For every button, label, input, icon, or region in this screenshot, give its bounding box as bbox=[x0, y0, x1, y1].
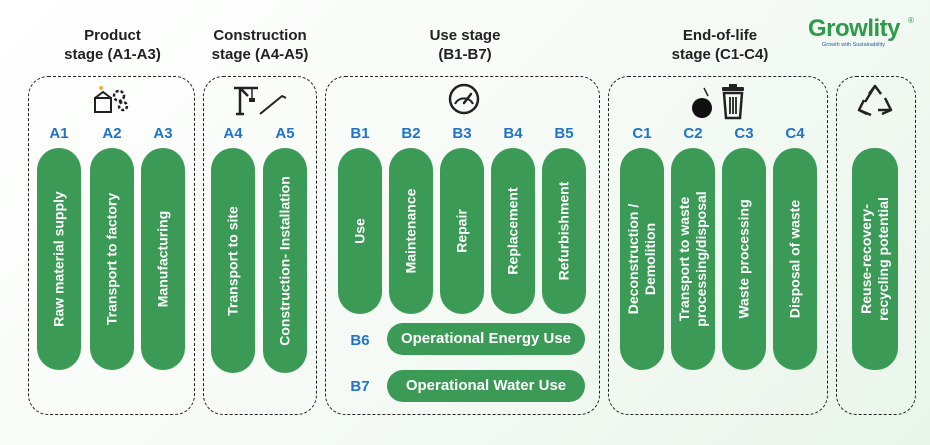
title-line: stage (A1-A3) bbox=[64, 46, 161, 63]
module-pill-a3: Manufacturing bbox=[141, 148, 185, 370]
module-label: Repair bbox=[453, 209, 470, 253]
product-stage-title: Product stage (A1-A3) bbox=[50, 26, 175, 64]
module-pill-a2: Transport to factory bbox=[90, 148, 134, 370]
module-label: Disposal of waste bbox=[786, 199, 803, 319]
module-code-b6: B6 bbox=[350, 332, 370, 349]
logo-wordmark: Growlity bbox=[808, 15, 901, 42]
title-line: Construction bbox=[213, 27, 307, 44]
title-line: Use stage bbox=[429, 27, 501, 44]
module-code-b5: B5 bbox=[554, 125, 574, 142]
module-pill-a4: Transport to site bbox=[211, 148, 255, 373]
module-code-b2: B2 bbox=[401, 125, 421, 142]
gauge-icon bbox=[448, 83, 480, 115]
module-pill-b4: Replacement bbox=[491, 148, 535, 314]
module-label: Maintenance bbox=[402, 188, 419, 274]
module-code-a2: A2 bbox=[102, 125, 122, 142]
module-label: Replacement bbox=[504, 187, 521, 275]
label-line: Demolition bbox=[642, 222, 658, 296]
module-pill-b7: Operational Water Use bbox=[387, 370, 585, 402]
module-pill-b3: Repair bbox=[440, 148, 484, 314]
module-pill-b6: Operational Energy Use bbox=[387, 323, 585, 355]
module-pill-c2: Transport to waste processing/disposal bbox=[671, 148, 715, 370]
module-pill-b1: Use bbox=[338, 148, 382, 314]
factory-gears-icon bbox=[94, 86, 129, 113]
module-code-c4: C4 bbox=[785, 125, 805, 142]
growlity-logo: Growlity ® Growth with Sustainability bbox=[808, 16, 918, 50]
wrecking-ball-trash-icon bbox=[692, 84, 744, 120]
module-code-b4: B4 bbox=[503, 125, 523, 142]
module-pill-b2: Maintenance bbox=[389, 148, 433, 314]
product-stage-box bbox=[28, 76, 195, 415]
recycle-icon bbox=[857, 84, 893, 117]
module-label: Waste processing bbox=[735, 199, 752, 319]
crane-icon bbox=[234, 86, 287, 116]
eol-stage-box bbox=[608, 76, 828, 415]
label-line: Reuse-recovery- bbox=[858, 204, 874, 314]
module-pill-b5: Refurbishment bbox=[542, 148, 586, 314]
module-pill-c3: Waste processing bbox=[722, 148, 766, 370]
module-code-a4: A4 bbox=[223, 125, 243, 142]
title-line: End-of-life bbox=[682, 27, 758, 44]
title-line: (B1-B7) bbox=[438, 46, 492, 63]
module-label: Reuse-recovery- recycling potential bbox=[858, 197, 892, 321]
module-code-b7: B7 bbox=[350, 378, 370, 395]
module-code-a3: A3 bbox=[153, 125, 173, 142]
module-label: Transport to factory bbox=[103, 192, 120, 326]
logo-registered-mark: ® bbox=[908, 16, 914, 25]
construction-stage-title: Construction stage (A4-A5) bbox=[200, 26, 320, 64]
eol-stage-title: End-of-life stage (C1-C4) bbox=[655, 26, 785, 64]
title-line: Product bbox=[84, 27, 141, 44]
construction-stage-box bbox=[203, 76, 317, 415]
module-code-a5: A5 bbox=[275, 125, 295, 142]
module-pill-c1: Deconstruction / Demolition bbox=[620, 148, 664, 370]
module-pill-a1: Raw material supply bbox=[37, 148, 81, 370]
label-line: recycling potential bbox=[875, 197, 891, 321]
module-label: Deconstruction / Demolition bbox=[625, 204, 659, 314]
beyond-stage-box bbox=[836, 76, 916, 415]
module-code-c2: C2 bbox=[683, 125, 703, 142]
logo-tagline: Growth with Sustainability bbox=[822, 42, 885, 48]
module-label: Use bbox=[351, 218, 368, 244]
module-label: Manufacturing bbox=[154, 210, 171, 308]
module-code-b1: B1 bbox=[350, 125, 370, 142]
module-code-c1: C1 bbox=[632, 125, 652, 142]
module-label: Refurbishment bbox=[555, 181, 572, 281]
module-code-c3: C3 bbox=[734, 125, 754, 142]
module-pill-a5: Construction- Installation bbox=[263, 148, 307, 373]
title-line: stage (A4-A5) bbox=[211, 46, 309, 63]
module-label: Construction- Installation bbox=[276, 175, 293, 346]
module-pill-c4: Disposal of waste bbox=[773, 148, 817, 370]
label-line: Deconstruction / bbox=[625, 203, 641, 315]
module-label: Transport to site bbox=[224, 205, 241, 316]
label-line: Transport to waste bbox=[676, 196, 692, 322]
module-code-b3: B3 bbox=[452, 125, 472, 142]
title-line: stage (C1-C4) bbox=[671, 46, 769, 63]
module-code-a1: A1 bbox=[49, 125, 69, 142]
module-label: Raw material supply bbox=[50, 191, 67, 327]
use-stage-title: Use stage (B1-B7) bbox=[400, 26, 530, 64]
use-stage-box bbox=[325, 76, 600, 415]
module-label: Transport to waste processing/disposal bbox=[676, 191, 710, 326]
label-line: processing/disposal bbox=[693, 191, 709, 327]
module-pill-d: Reuse-recovery- recycling potential bbox=[852, 148, 898, 370]
